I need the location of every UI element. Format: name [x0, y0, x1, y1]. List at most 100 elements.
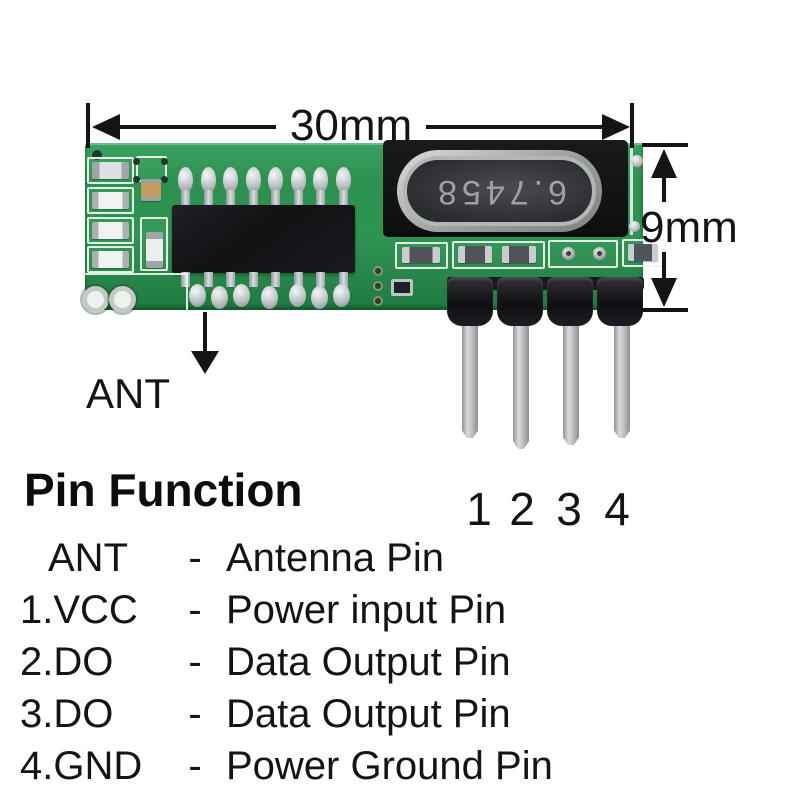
ic-leg	[204, 190, 213, 205]
solder-joint	[336, 167, 351, 193]
pin-header-block	[497, 277, 543, 326]
pin-description: Power input Pin	[226, 588, 507, 632]
pin-description: Antenna Pin	[226, 536, 444, 580]
pin-function-list: ANT - Antenna Pin 1.VCC - Power input Pi…	[20, 536, 660, 796]
solder-joint	[223, 167, 238, 193]
pin-name: ANT	[48, 536, 128, 580]
solder-joint	[311, 286, 328, 309]
drill-hole	[92, 150, 102, 160]
smd-component	[502, 246, 536, 263]
smd-component	[92, 162, 129, 179]
silkscreen-box	[548, 240, 618, 268]
silkscreen-line	[630, 147, 633, 235]
pin-row-gnd: 4.GND - Power Ground Pin	[20, 744, 660, 796]
solder-joint	[333, 284, 350, 307]
crystal-marking-text: 6.7458	[432, 172, 567, 211]
crystal-oscillator: 6.7458	[397, 150, 602, 232]
ic-leg	[271, 272, 280, 287]
solder-joint	[313, 167, 328, 193]
via	[373, 281, 383, 291]
solder-joint	[233, 284, 250, 307]
ic-leg	[316, 272, 325, 287]
ic-leg	[226, 190, 235, 205]
dash-separator: -	[188, 536, 202, 580]
dim9-arrow-down-icon	[651, 278, 677, 307]
pin-name: 3.DO	[20, 692, 114, 736]
solder-joint	[289, 284, 306, 307]
ic-leg	[204, 272, 213, 287]
drill-hole	[133, 158, 140, 165]
drill-hole	[133, 176, 140, 183]
smd-component	[458, 246, 492, 263]
ic-leg	[181, 190, 190, 205]
via	[373, 266, 383, 276]
smd-component	[628, 244, 658, 261]
dim30-arrow-left-icon	[92, 114, 120, 140]
smd-component-round	[562, 247, 575, 260]
via	[373, 296, 383, 306]
drill-hole	[161, 158, 168, 165]
antenna-hole	[82, 286, 109, 313]
smd-component	[92, 192, 129, 209]
pin-header	[447, 277, 644, 327]
silkscreen-corner	[85, 273, 188, 310]
smd-component-tan	[141, 179, 161, 201]
smd-component-small	[391, 279, 413, 296]
solder-joint	[201, 167, 216, 193]
solder-joint	[268, 167, 283, 193]
pin-row-ant: ANT - Antenna Pin	[20, 536, 660, 588]
dim9-arrow-up-icon	[651, 149, 677, 178]
smd-component	[146, 232, 163, 268]
pin-row-vcc: 1.VCC - Power input Pin	[20, 588, 660, 640]
pin-number-1: 1	[466, 483, 492, 535]
pin-header-bar	[447, 277, 644, 290]
ant-label: ANT	[86, 370, 170, 417]
ic-chip	[172, 205, 355, 273]
solder-joint	[631, 155, 643, 167]
ic-leg	[294, 272, 303, 287]
pin-description: Power Ground Pin	[226, 744, 553, 788]
solder-joint	[211, 286, 228, 309]
smd-component-round	[593, 247, 606, 260]
dash-separator: -	[188, 692, 202, 736]
height-dimension-label: 9mm	[640, 203, 738, 252]
pin-header-block	[547, 277, 593, 326]
ic-leg	[226, 272, 235, 287]
solder-joint	[261, 286, 278, 309]
header-pin-3	[563, 318, 579, 445]
smd-component	[92, 222, 129, 239]
solder-joint	[189, 284, 206, 307]
ic-leg	[316, 190, 325, 205]
crystal-face: 6.7458	[403, 156, 596, 226]
drill-hole	[161, 176, 168, 183]
dim30-arrow-right-icon	[602, 114, 630, 140]
pcb-board: 6.7458	[82, 140, 666, 326]
solder-joint	[629, 221, 640, 232]
pin-row-do2: 2.DO - Data Output Pin	[20, 640, 660, 692]
header-pin-4	[614, 318, 630, 438]
ic-leg	[339, 190, 348, 205]
header-pin-1	[462, 318, 478, 438]
solder-joint	[246, 167, 261, 193]
solder-joint	[291, 167, 306, 193]
antenna-hole	[109, 286, 136, 313]
ic-leg	[339, 272, 348, 287]
pin-row-do3: 3.DO - Data Output Pin	[20, 692, 660, 744]
pin-name: 2.DO	[20, 640, 114, 684]
pin-function-heading: Pin Function	[24, 464, 303, 516]
ic-leg	[249, 272, 258, 287]
pin-name: 4.GND	[20, 744, 143, 788]
dash-separator: -	[188, 744, 202, 788]
solder-joint	[178, 167, 193, 193]
smd-component	[92, 251, 129, 268]
width-dimension-label: 30mm	[289, 101, 413, 150]
ic-leg	[249, 190, 258, 205]
pin-name: 1.VCC	[20, 588, 138, 632]
dash-separator: -	[188, 640, 202, 684]
smd-component	[402, 247, 440, 263]
pin-header-block	[447, 277, 493, 326]
ic-leg	[271, 190, 280, 205]
pin-header-block	[597, 277, 643, 326]
pin-number-4: 4	[604, 483, 630, 535]
